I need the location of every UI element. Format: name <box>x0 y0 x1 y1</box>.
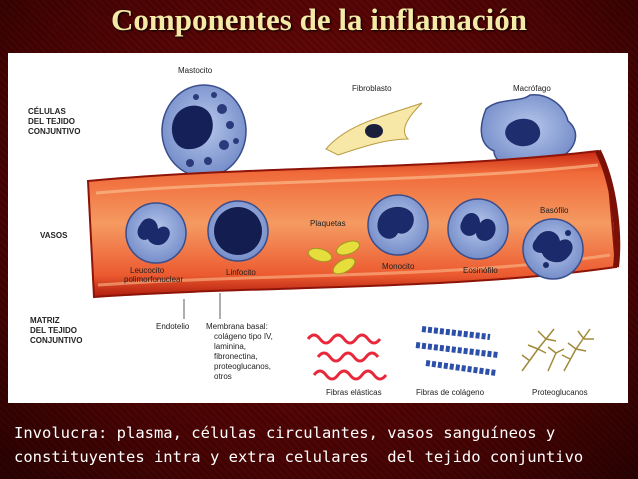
caption-line-2: constituyentes intra y extra celulares d… <box>14 448 584 466</box>
svg-text:fibronectina,: fibronectina, <box>214 352 258 361</box>
svg-text:colágeno tipo IV,: colágeno tipo IV, <box>214 332 273 341</box>
fibroblasto-cell: Fibroblasto <box>325 84 423 156</box>
svg-text:Eosinófilo: Eosinófilo <box>463 266 498 275</box>
slide-title: Componentes de la inflamación <box>111 2 527 37</box>
svg-text:CONJUNTIVO: CONJUNTIVO <box>28 127 80 136</box>
svg-text:proteoglucanos,: proteoglucanos, <box>214 362 271 371</box>
mastocito-cell: Mastocito <box>161 66 247 178</box>
svg-text:laminina,: laminina, <box>214 342 246 351</box>
svg-text:Fibroblasto: Fibroblasto <box>352 84 392 93</box>
eosinofilo-cell: Eosinófilo <box>447 198 509 275</box>
svg-text:polimorfonuclear: polimorfonuclear <box>124 275 183 284</box>
svg-text:Fibras de colágeno: Fibras de colágeno <box>416 388 485 397</box>
membrana-basal-label: Membrana basal: colágeno tipo IV, lamini… <box>206 293 273 381</box>
svg-text:Endotelio: Endotelio <box>156 322 190 331</box>
svg-text:otros: otros <box>214 372 232 381</box>
svg-text:Leucocito: Leucocito <box>130 266 165 275</box>
svg-text:Monocito: Monocito <box>382 262 415 271</box>
svg-text:CÉLULAS: CÉLULAS <box>28 107 66 116</box>
svg-text:DEL TEJIDO: DEL TEJIDO <box>30 326 77 335</box>
svg-text:Proteoglucanos: Proteoglucanos <box>532 388 588 397</box>
svg-text:Membrana basal:: Membrana basal: <box>206 322 268 331</box>
basofilo-cell: Basófilo <box>522 206 584 280</box>
svg-text:Mastocito: Mastocito <box>178 66 213 75</box>
svg-text:Linfocito: Linfocito <box>226 268 256 277</box>
svg-text:DEL TEJIDO: DEL TEJIDO <box>28 117 75 126</box>
svg-text:CONJUNTIVO: CONJUNTIVO <box>30 336 82 345</box>
svg-text:Basófilo: Basófilo <box>540 206 569 215</box>
leucocito-pmn-cell: Leucocito polimorfonuclear <box>124 202 187 284</box>
monocito-cell: Monocito <box>367 194 429 271</box>
section-label-vessels: VASOS <box>40 231 68 240</box>
blood-vessel <box>86 149 621 299</box>
diagram-panel: CÉLULAS DEL TEJIDO CONJUNTIVO VASOS MATR… <box>8 53 628 403</box>
fibras-elasticas: Fibras elásticas <box>306 333 388 397</box>
section-label-matrix: MATRIZ DEL TEJIDO CONJUNTIVO <box>30 316 82 345</box>
svg-text:Plaquetas: Plaquetas <box>310 219 346 228</box>
svg-text:Fibras elásticas: Fibras elásticas <box>326 388 382 397</box>
section-label-cells: CÉLULAS DEL TEJIDO CONJUNTIVO <box>28 107 80 136</box>
svg-text:MATRIZ: MATRIZ <box>30 316 60 325</box>
caption: Involucra: plasma, células circulantes, … <box>14 421 629 469</box>
fibras-colageno: Fibras de colágeno <box>415 326 499 397</box>
linfocito-cell: Linfocito <box>207 200 269 277</box>
proteoglucanos: Proteoglucanos <box>521 328 594 397</box>
endotelio-label: Endotelio <box>156 299 190 331</box>
plaquetas-cells: Plaquetas <box>307 219 360 275</box>
caption-line-1: Involucra: plasma, células circulantes, … <box>14 424 556 442</box>
svg-text:Macrófago: Macrófago <box>513 84 551 93</box>
inflammation-diagram: CÉLULAS DEL TEJIDO CONJUNTIVO VASOS MATR… <box>28 66 621 397</box>
